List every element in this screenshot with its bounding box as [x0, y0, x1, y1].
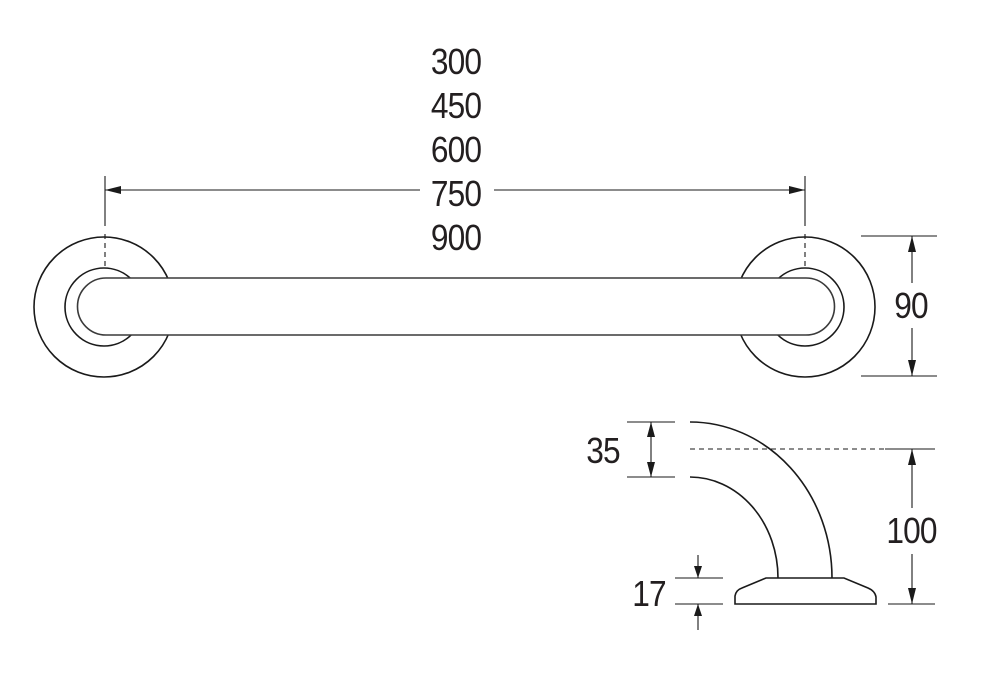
rosette-diameter-label: 90: [894, 285, 928, 326]
side-view: [627, 421, 935, 630]
length-option-900: 900: [430, 217, 482, 258]
grab-bar-tube: [76, 277, 836, 336]
tube-inner-curve: [689, 476, 779, 579]
projection-dimension: [885, 448, 935, 605]
base-height-label: 17: [632, 573, 666, 614]
tube-diameter-dimension: [627, 421, 675, 478]
length-option-600: 600: [430, 129, 482, 170]
base-height-dimension: [675, 555, 723, 630]
projection-label: 100: [886, 510, 937, 551]
rosette-diameter-dimension: [861, 235, 937, 377]
tube-outer-curve: [689, 421, 833, 579]
length-option-450: 450: [430, 85, 482, 126]
base-flange: [734, 577, 877, 605]
length-dimension-line: [105, 186, 805, 194]
tube-diameter-label: 35: [586, 430, 620, 471]
front-view: [33, 176, 937, 378]
length-option-750: 750: [430, 173, 482, 214]
length-option-300: 300: [430, 41, 482, 82]
length-options: 300 450 600 750 900: [406, 42, 506, 262]
